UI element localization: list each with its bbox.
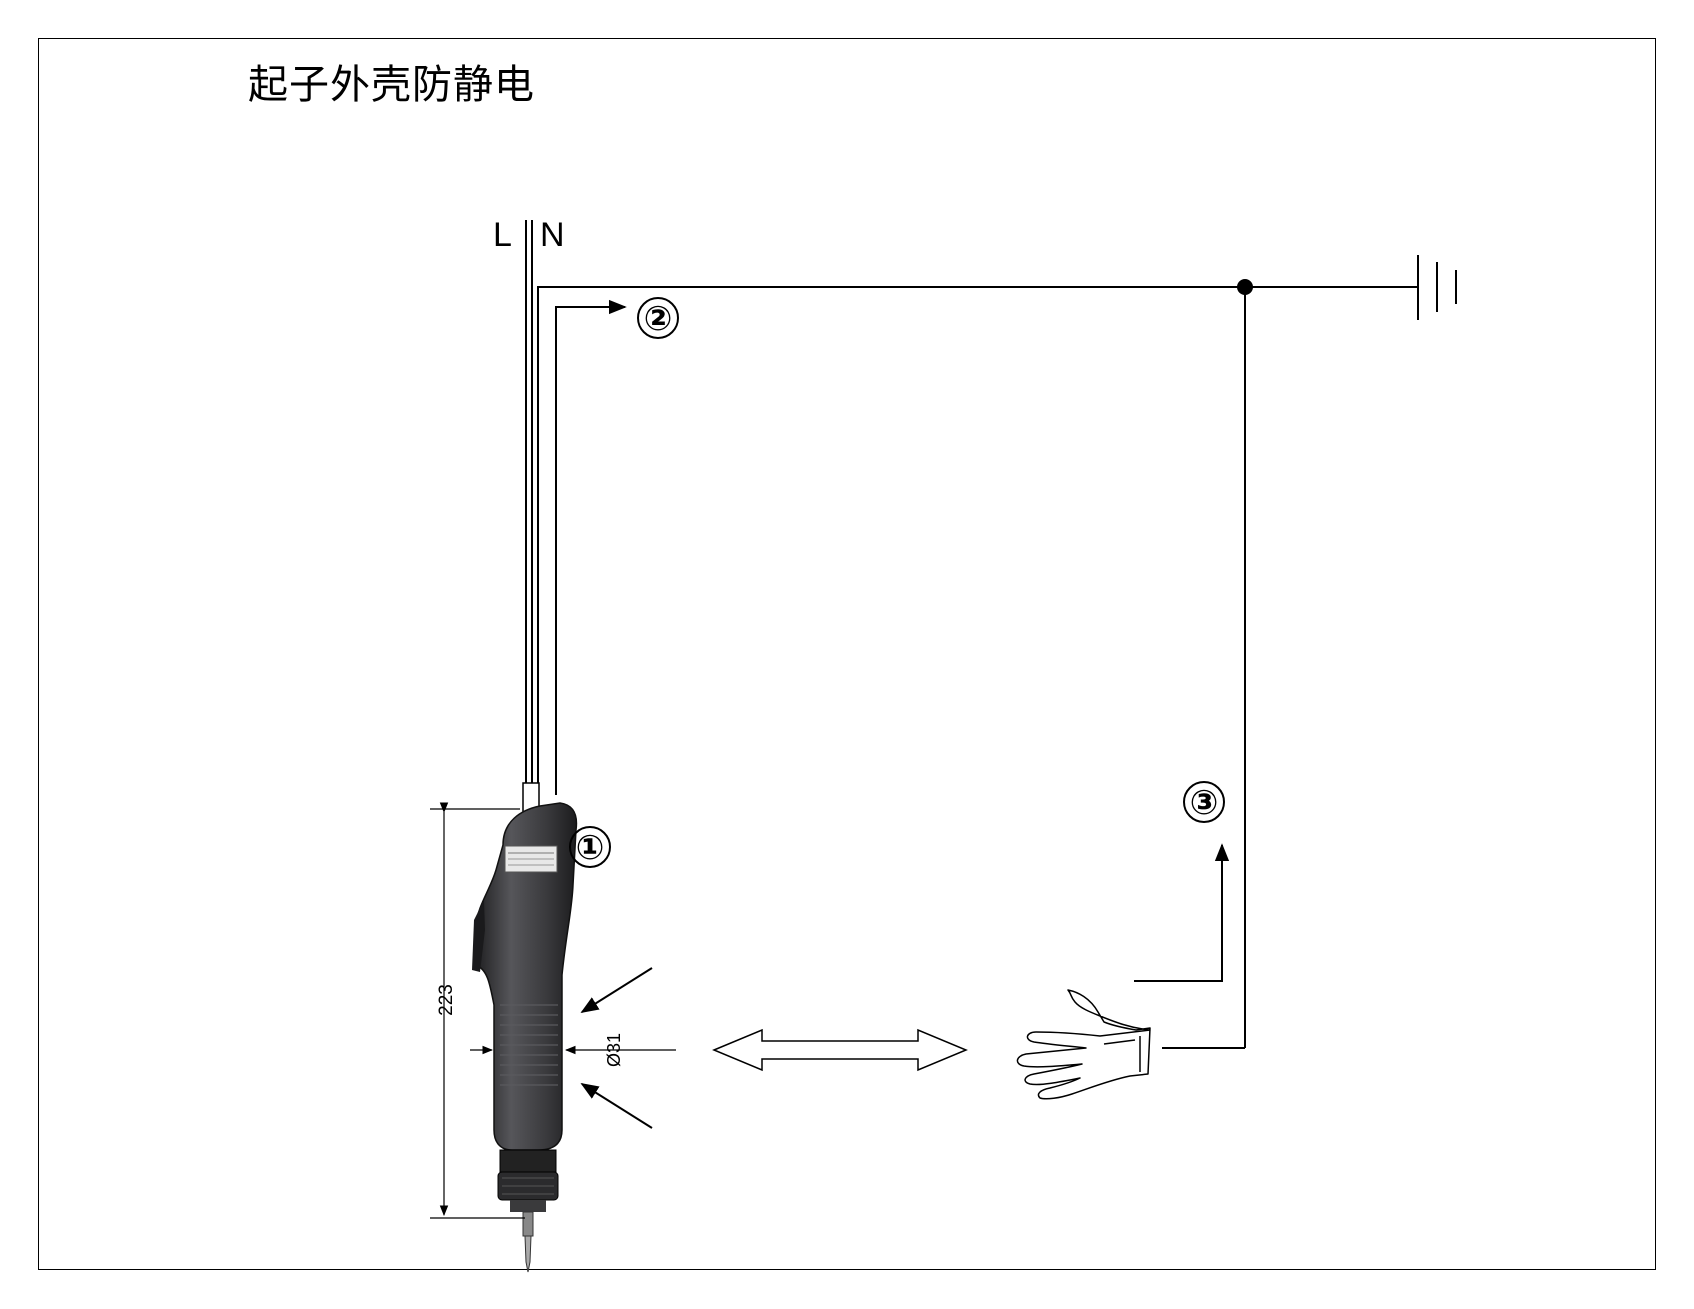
dimension-length: [430, 802, 525, 1219]
dimension-length-value: 223: [436, 984, 457, 1016]
svg-text:②: ②: [644, 299, 673, 339]
discharge-arrows: [580, 967, 653, 1129]
label-l: L: [493, 216, 512, 254]
double-arrow: [712, 1028, 968, 1072]
ground-wire: [537, 286, 1245, 800]
flow-arrow-3: [1134, 843, 1230, 982]
hand-icon: [1016, 989, 1151, 1100]
power-cable: [525, 220, 533, 800]
label-n: N: [540, 216, 565, 254]
svg-text:①: ①: [576, 828, 605, 868]
flow-arrow-2: [555, 299, 627, 795]
svg-text:③: ③: [1190, 783, 1219, 823]
electric-screwdriver: [472, 782, 578, 1273]
dimension-diameter-value: Ø31: [604, 1033, 624, 1067]
earth-ground-icon: [1417, 255, 1457, 320]
marker-3: ③: [1183, 781, 1225, 823]
marker-2: ②: [637, 297, 679, 339]
diagram-title: 起子外壳防静电: [248, 62, 535, 108]
marker-1: ①: [569, 826, 611, 868]
drawing-frame: [38, 38, 1656, 1270]
